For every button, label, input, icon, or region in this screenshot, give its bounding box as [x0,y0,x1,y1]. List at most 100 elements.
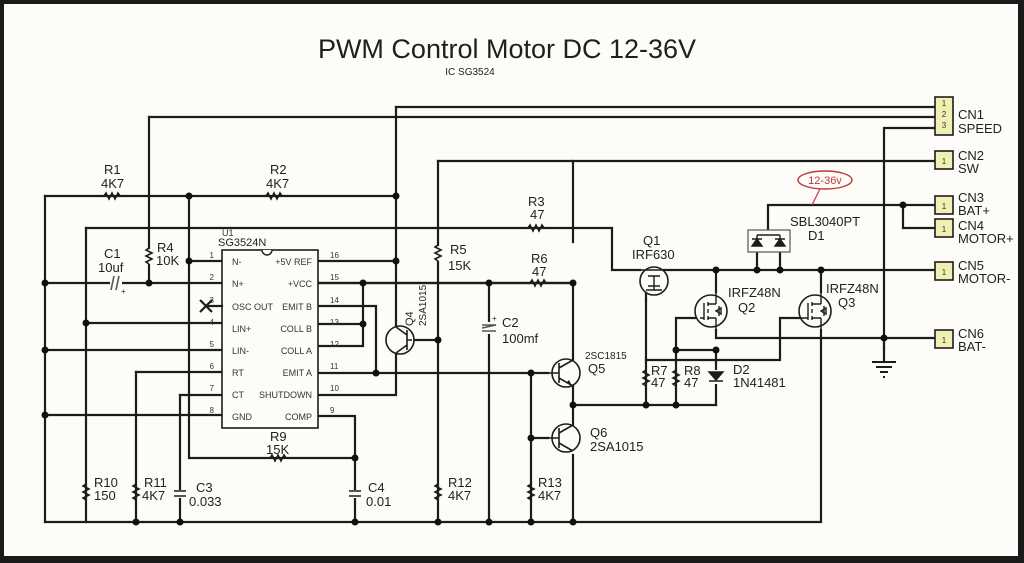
r6-value: 47 [532,264,546,279]
pin-label: COLL A [281,346,312,356]
svg-text:1: 1 [942,157,947,166]
svg-text:2: 2 [942,110,947,119]
transistor-q6 [548,423,581,453]
voltage-note: 12-36v [797,170,853,206]
mosfet-q1 [639,266,669,296]
svg-text:1: 1 [942,336,947,345]
capacitor-c1: + [110,275,126,296]
q1-part: IRF630 [632,247,675,262]
pin-label: COMP [285,412,312,422]
pin-label: SHUTDOWN [259,390,312,400]
q4-part: 2SA1015 [418,284,429,326]
c4-ref: C4 [368,480,385,495]
r4-ref: R4 [157,240,174,255]
c4-value: 0.01 [366,494,391,509]
pin-label: RT [232,368,244,378]
pin-number: 11 [330,362,339,371]
cn5-name: MOTOR- [958,271,1010,286]
r12-ref: R12 [448,475,472,490]
capacitor-c3 [174,490,186,498]
q3-part: IRFZ48N [826,281,879,296]
junction-dots [41,192,907,526]
connector-cn1[interactable]: 1 2 3 CN1 SPEED [934,96,1002,136]
pin-number: 13 [330,318,339,327]
ic-part: SG3524N [218,237,266,249]
q6-ref: Q6 [590,425,607,440]
d1-ref: D1 [808,228,825,243]
pin-label: CT [232,390,244,400]
r5-value: 15K [448,258,471,273]
c3-ref: C3 [196,480,213,495]
pin-label: OSC OUT [232,302,274,312]
c2-value: 100mf [502,331,539,346]
r9-ref: R9 [270,429,287,444]
q5-ref: Q5 [588,361,605,376]
r1-ref: R1 [104,162,121,177]
r3-value: 47 [530,207,544,222]
q2-part: IRFZ48N [728,285,781,300]
pin-number: 5 [210,340,215,349]
d1-part: SBL3040PT [790,214,860,229]
connector-cn5[interactable]: 1 CN5 MOTOR- [934,258,1010,286]
q3-ref: Q3 [838,295,855,310]
pin-label: GND [232,412,253,422]
q5-part: 2SC1815 [585,351,627,362]
pin-number: 2 [210,273,215,282]
connector-cn2[interactable]: 1 CN2 SW [934,148,984,176]
resistor-r6 [529,278,547,288]
diode-d2 [707,370,725,384]
r11-ref: R11 [144,475,167,490]
cn5-ref: CN5 [958,258,984,273]
cn1-ref: CN1 [958,107,984,122]
q4-ref: Q4 [404,311,416,326]
pin-label: +VCC [288,279,313,289]
resistor-r10 [81,483,91,501]
pin-label: LIN+ [232,324,251,334]
ground-icon [872,361,896,378]
schematic-sheet [4,4,1018,556]
cn1-name: SPEED [958,121,1002,136]
r12-value: 4K7 [448,488,471,503]
c2-ref: C2 [502,315,519,330]
connector-cn3[interactable]: 1 CN3 BAT+ [934,190,990,218]
resistor-r2 [265,191,283,201]
r2-ref: R2 [270,162,287,177]
r5-ref: R5 [450,242,467,257]
mosfet-q2 [694,292,728,330]
resistor-r4 [144,247,154,265]
pin-label: N+ [232,279,244,289]
svg-text:1: 1 [942,202,947,211]
r13-value: 4K7 [538,488,561,503]
r7-value: 47 [651,375,665,390]
pin-number: 6 [210,362,215,371]
svg-text:1: 1 [942,268,947,277]
pin-number: 4 [210,318,215,327]
svg-text:1: 1 [942,99,947,108]
transistor-q5 [548,358,581,388]
voltage-note-label: 12-36v [808,175,842,187]
resistors [81,191,681,501]
pin-label: COLL B [280,324,312,334]
pin-label: N- [232,257,242,267]
resistor-r7 [641,369,651,387]
r7-ref: R7 [651,363,668,378]
pin-number: 16 [330,251,339,260]
cn6-ref: CN6 [958,326,984,341]
component-labels: R1 4K7 R2 4K7 R3 47 R4 10K R5 15K R6 47 … [94,162,701,509]
connector-cn6[interactable]: 1 CN6 BAT- [934,326,986,354]
pin-label: +5V REF [275,257,312,267]
cn3-name: BAT+ [958,203,990,218]
svg-text:+: + [121,287,126,296]
connector-cn4[interactable]: 1 CN4 MOTOR+ [934,218,1014,246]
capacitor-c4 [349,490,361,498]
r3-ref: R3 [528,194,545,209]
q6-part: 2SA1015 [590,439,644,454]
r9-value: 15K [266,442,289,457]
cn4-ref: CN4 [958,218,984,233]
r10-ref: R10 [94,475,118,490]
resistor-r8 [671,369,681,387]
pin-label: EMIT B [282,302,312,312]
svg-text:3: 3 [942,121,947,130]
q2-ref: Q2 [738,300,755,315]
